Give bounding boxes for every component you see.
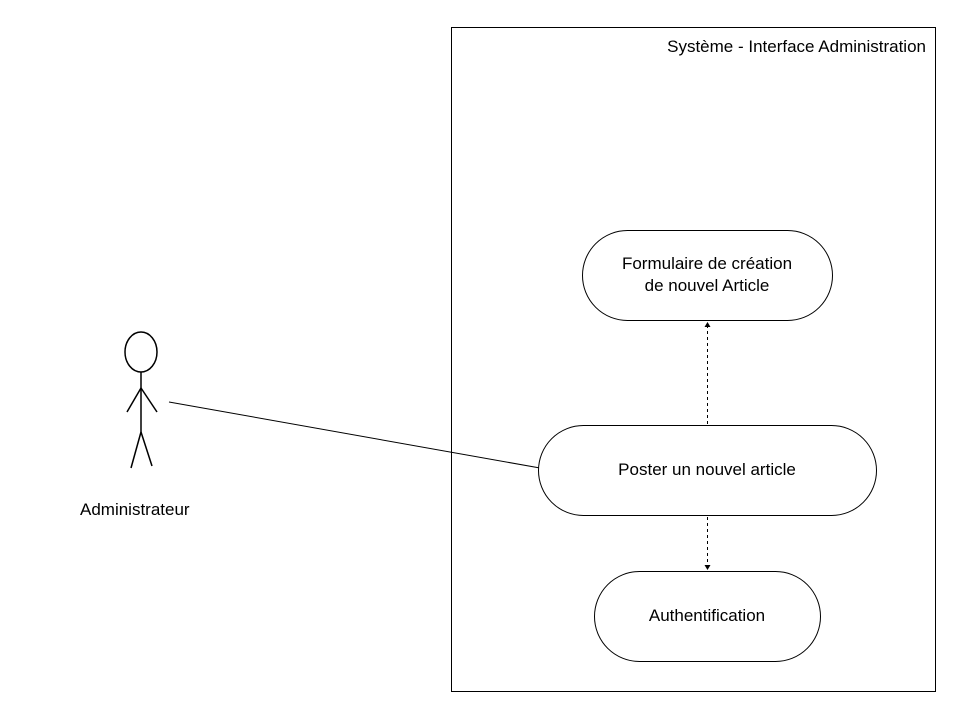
actor-head (124, 331, 158, 373)
use-case-form: Formulaire de création de nouvel Article (582, 230, 832, 320)
actor-right-leg (140, 431, 153, 467)
use-case-form-line1: Formulaire de création (621, 254, 793, 273)
association-line (168, 401, 541, 469)
use-case-auth-label: Authentification (648, 606, 766, 625)
use-case-post-label: Poster un nouvel article (618, 460, 796, 479)
use-case-auth-shape (594, 571, 821, 662)
actor-left-arm (126, 387, 142, 413)
actor-left-leg (130, 431, 142, 469)
use-case-post: Poster un nouvel article (538, 425, 876, 515)
actor-name: Administrateur (80, 500, 190, 519)
use-case-form-line2: de nouvel Article (644, 276, 770, 295)
system-title: Système - Interface Administration (667, 37, 926, 56)
system-boundary (451, 27, 936, 692)
use-case-form-shape (582, 230, 833, 321)
actor-figure (124, 331, 158, 469)
use-case-post-shape (538, 425, 877, 516)
actor-right-arm (140, 387, 158, 413)
use-case-auth: Authentification (594, 571, 820, 661)
